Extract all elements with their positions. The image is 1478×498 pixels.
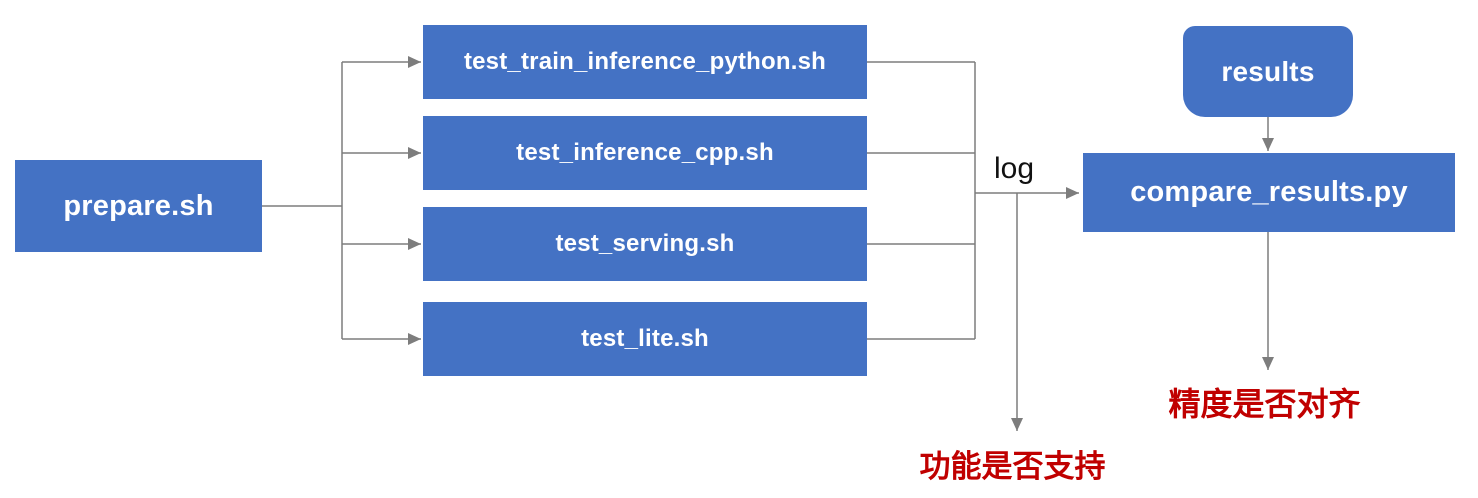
label-accuracy-alignment: 精度是否对齐 [1168, 386, 1361, 422]
node-test-serving: test_serving.sh [423, 207, 867, 281]
node-prepare-sh: prepare.sh [15, 160, 262, 252]
node-test-lite: test_lite.sh [423, 302, 867, 376]
fan-out-connector [262, 56, 421, 345]
fan-in-connector [867, 61, 976, 340]
node-test-train-inference-python: test_train_inference_python.sh [423, 25, 867, 99]
node-test-inference-cpp: test_inference_cpp.sh [423, 116, 867, 190]
label-log: log [993, 152, 1035, 185]
label-function-support: 功能是否支持 [919, 449, 1106, 484]
node-results: results [1183, 26, 1353, 117]
node-compare-results-py: compare_results.py [1083, 153, 1455, 232]
